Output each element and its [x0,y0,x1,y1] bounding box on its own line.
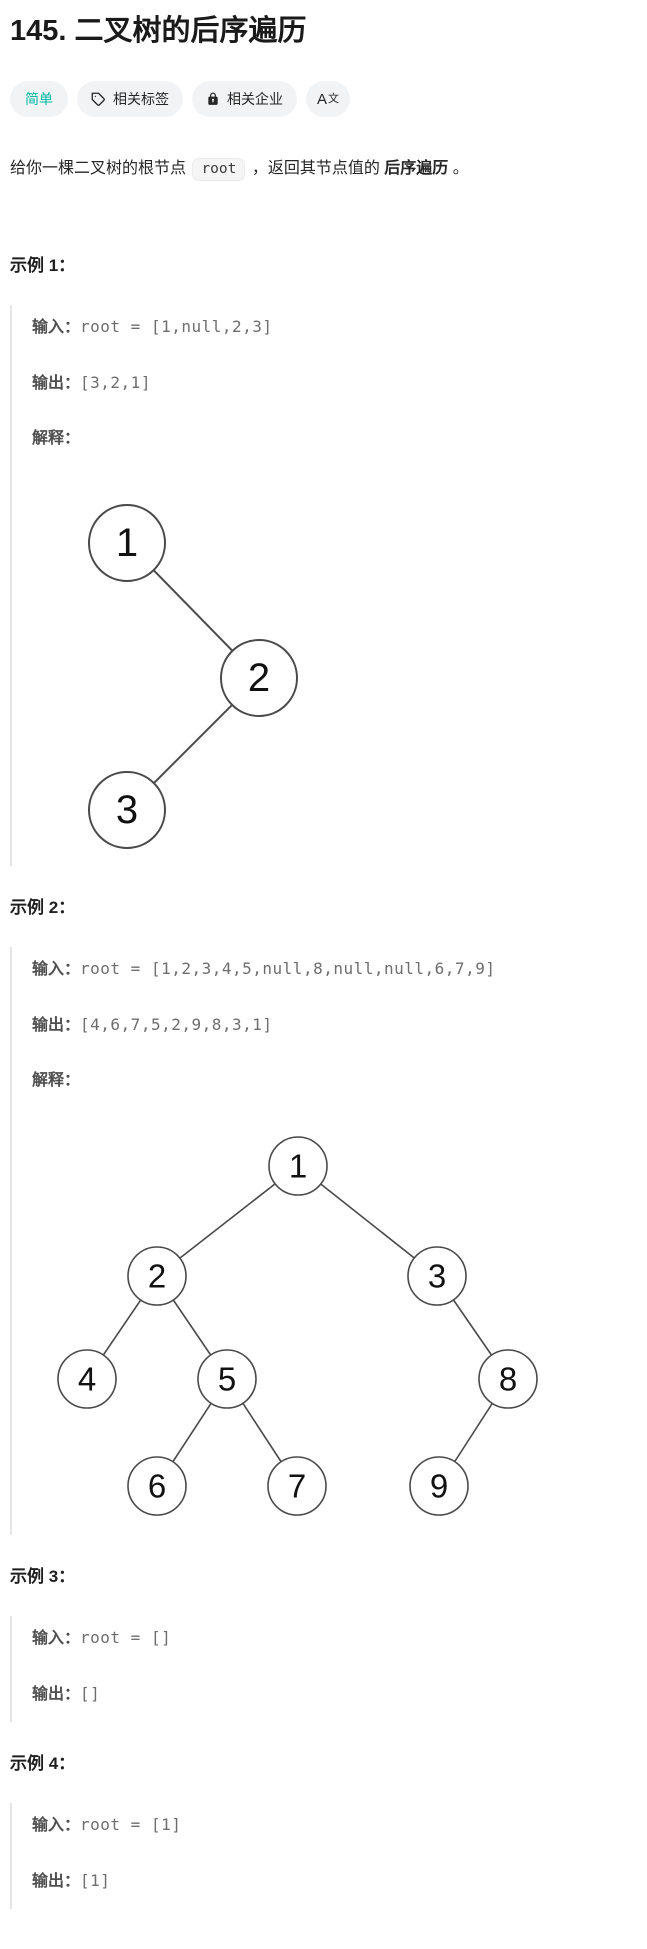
output-value: [1] [80,1871,111,1890]
tree-node-value: 1 [289,1148,307,1185]
tree-diagram-2: 1 2 3 4 5 8 6 7 9 [57,1136,538,1516]
tree-node-value: 2 [148,1258,166,1295]
tree-node-value: 3 [428,1258,446,1295]
tree-edge [156,1165,299,1277]
example-2-heading: 示例 2： [10,898,76,917]
tree-node [127,1456,187,1516]
related-companies-button[interactable]: 相关企业 [192,81,297,117]
example-2-input-line: 输入：root = [1,2,3,4,5,null,8,null,null,6,… [32,955,633,983]
output-label: 输出： [32,375,81,392]
output-value: [3,2,1] [80,373,151,392]
tree-node [88,504,166,582]
example-3-input-line: 输入：root = [] [32,1624,633,1652]
tree-node [220,639,298,717]
tree-node [268,1136,328,1196]
example-1-output-line: 输出：[3,2,1] [32,369,633,397]
tree-node-value: 5 [218,1361,236,1398]
tree-node-value: 6 [148,1468,166,1505]
tree-node [478,1349,538,1409]
tree-node-value: 8 [499,1361,517,1398]
example-3-output-line: 输出：[] [32,1680,633,1708]
related-tags-label: 相关标签 [113,91,169,107]
tree-node-value: 9 [430,1468,448,1505]
tree-diagram-1: 1 2 3 [88,504,298,849]
tree-node-value: 3 [116,788,138,832]
description-suffix: 。 [448,160,469,177]
example-4-block: 输入：root = [1] 输出：[1] [10,1803,633,1909]
example-3-heading: 示例 3： [10,1567,76,1586]
tree-node [127,1246,187,1306]
input-label: 输入： [32,961,81,978]
tree-node [267,1456,327,1516]
input-value: root = [1,null,2,3] [80,317,273,336]
input-label: 输入： [32,319,81,336]
input-label: 输入： [32,1817,81,1834]
example-2-block: 输入：root = [1,2,3,4,5,null,8,null,null,6,… [10,947,633,1535]
example-2-output-line: 输出：[4,6,7,5,2,9,8,3,1] [32,1011,633,1039]
example-1-block: 输入：root = [1,null,2,3] 输出：[3,2,1] 解释： 1 2… [10,305,633,866]
output-label: 输出： [32,1873,81,1890]
input-value: root = [] [80,1628,172,1647]
output-label: 输出： [32,1017,81,1034]
input-value: root = [1] [80,1815,182,1834]
tree-node-value: 1 [116,521,138,565]
tree-node-value: 2 [248,656,270,700]
output-value: [] [80,1684,101,1703]
explanation-label: 解释： [32,430,81,447]
difficulty-label: 简单 [25,91,53,107]
example-1-heading: 示例 1： [10,256,76,275]
example-4-input-line: 输入：root = [1] [32,1811,633,1839]
related-companies-label: 相关企业 [227,91,283,107]
page-title: 145. 二叉树的后序遍历 [10,15,307,47]
input-label: 输入： [32,1630,81,1647]
tag-icon [91,92,106,107]
tree-node [57,1349,117,1409]
example-3-block: 输入：root = [] 输出：[] [10,1616,633,1722]
difficulty-badge[interactable]: 简单 [10,81,68,117]
tree-node [407,1246,467,1306]
example-1-input-line: 输入：root = [1,null,2,3] [32,313,633,341]
tree-node-value: 4 [78,1361,96,1398]
description-middle: ，返回其节点值的 [247,160,385,177]
output-label: 输出： [32,1686,81,1703]
problem-description: 给你一棵二叉树的根节点 root ，返回其节点值的 后序遍历 。 [10,156,633,182]
related-tags-button[interactable]: 相关标签 [77,81,183,117]
tree-node [88,771,166,849]
example-1-explanation-line: 解释： [32,425,633,452]
tree-node [409,1456,469,1516]
description-prefix: 给你一棵二叉树的根节点 [10,160,191,177]
explanation-label: 解释： [32,1072,81,1089]
example-4-heading: 示例 4： [10,1754,76,1773]
description-bold-term: 后序遍历 [384,160,449,177]
lock-icon [206,92,220,106]
tree-node-value: 7 [288,1468,306,1505]
output-value: [4,6,7,5,2,9,8,3,1] [80,1015,273,1034]
example-4-output-line: 输出：[1] [32,1867,633,1895]
inline-code-root: root [192,158,246,181]
example-2-explanation-line: 解释： [32,1067,633,1094]
tree-node [197,1349,257,1409]
input-value: root = [1,2,3,4,5,null,8,null,null,6,7,9… [80,959,496,978]
